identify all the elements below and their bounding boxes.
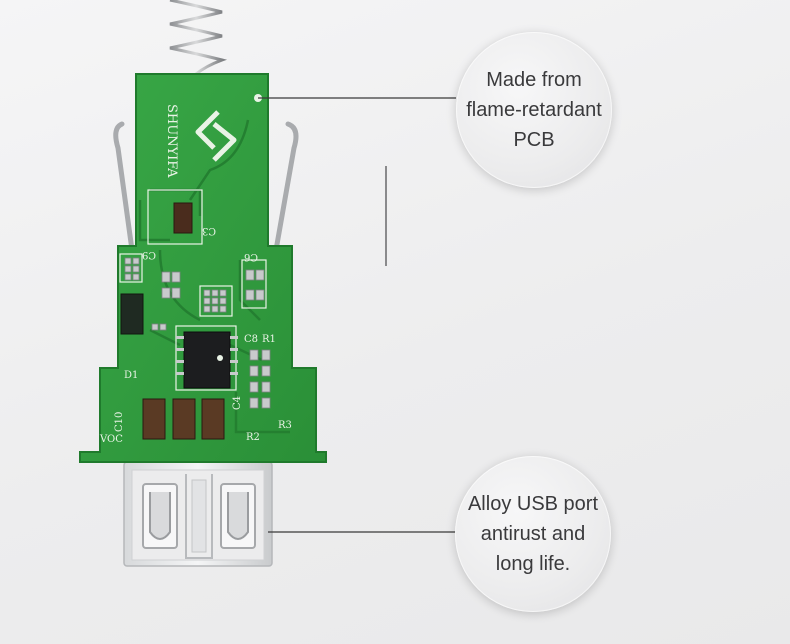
label-c6: C6 (244, 251, 258, 262)
callout-pcb-line-2: flame-retardant (466, 99, 602, 121)
callout-pcb: Made from flame-retardant PCB (456, 32, 612, 188)
label-r1: R1 (262, 334, 276, 345)
spring (169, 0, 228, 76)
divider-line (385, 166, 387, 266)
callout-usb-line-1: Alloy USB port (467, 493, 599, 515)
callout-pcb-line-1: Made from (486, 69, 582, 91)
label-r2: R2 (246, 432, 260, 443)
label-c10: C10 (114, 412, 125, 432)
label-voc: VOC (99, 434, 123, 445)
label-d1: D1 (124, 370, 138, 381)
label-c4: C4 (232, 396, 243, 410)
label-c8: C8 (244, 334, 258, 345)
brand-logo-icon (195, 110, 237, 162)
pcb-board: SHUNYIFA (79, 73, 327, 463)
callout-lines (258, 97, 456, 533)
board-brand-label: SHUNYIFA (164, 104, 179, 178)
usb-port (123, 461, 273, 567)
label-c3: C3 (202, 225, 216, 236)
callout-usb-port: Alloy USB port antirust and long life. (455, 456, 611, 612)
label-c9: C9 (142, 249, 156, 260)
callout-pcb-line-3: PCB (513, 129, 555, 151)
label-r3: R3 (278, 420, 292, 431)
contact-clips (113, 121, 299, 253)
components (120, 202, 271, 440)
callout-usb-line-3: long life. (495, 553, 571, 575)
callout-usb-line-2: antirust and (480, 523, 586, 545)
